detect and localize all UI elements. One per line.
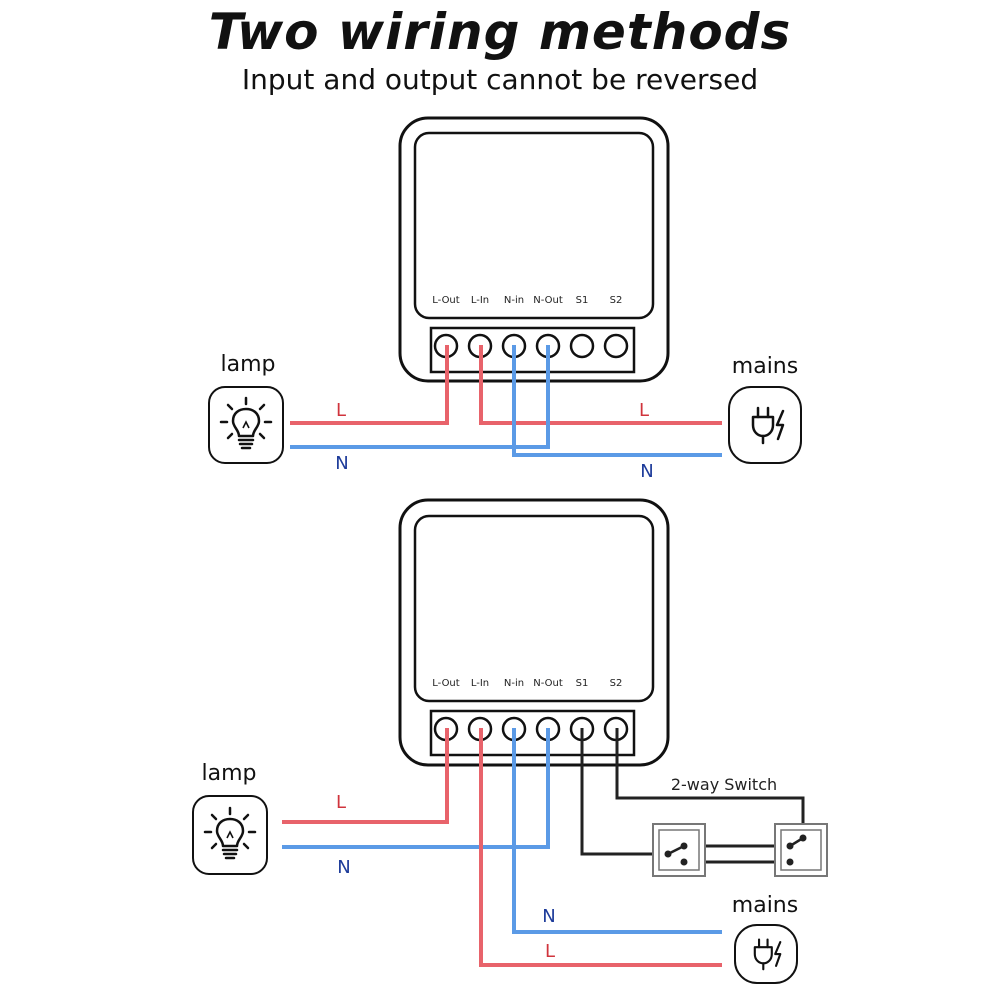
- terminal-label-l-in: L-In: [471, 295, 489, 306]
- mains-label: mains: [732, 893, 798, 918]
- wire-s1-switch: [580, 728, 668, 856]
- wire-live-lamp: [282, 728, 449, 824]
- page-subtitle: Input and output cannot be reversed: [241, 63, 759, 96]
- lamp-neutral-label: N: [337, 857, 350, 878]
- two-way-switch-right: [774, 823, 828, 877]
- module-2-face: [413, 514, 655, 703]
- terminal-label-s1: S1: [576, 295, 589, 306]
- lamp-label: lamp: [202, 761, 257, 786]
- wire-live-mains: [479, 345, 722, 425]
- terminal-label-n-out: N-Out: [533, 678, 563, 689]
- mains-neutral-label: N: [542, 906, 555, 927]
- wire-neutral-mains: [512, 728, 722, 934]
- wire-neutral-lamp: [282, 728, 550, 849]
- terminal-label-l-in: L-In: [471, 678, 489, 689]
- diagram-2: L-Out L-In N-in N-Out S1 S2: [192, 498, 828, 984]
- wire-neutral-lamp: [290, 345, 550, 449]
- page-title: Two wiring methods: [208, 3, 792, 61]
- terminal-block-1: [429, 326, 636, 374]
- lamp-neutral-label: N: [335, 453, 348, 474]
- two-way-switch-left: [652, 823, 706, 877]
- terminal-label-n-in: N-in: [504, 678, 524, 689]
- terminal-label-s1: S1: [576, 678, 589, 689]
- wire-s2-switch: [615, 728, 805, 838]
- terminal-label-s2: S2: [610, 678, 623, 689]
- wire-live-lamp: [290, 345, 449, 425]
- lamp-label: lamp: [221, 352, 276, 377]
- terminal-label-n-out: N-Out: [533, 295, 563, 306]
- wire-neutral-mains: [512, 345, 722, 457]
- mains-label: mains: [732, 354, 798, 379]
- terminal-label-l-out: L-Out: [432, 678, 459, 689]
- switch-label: 2-way Switch: [671, 775, 777, 794]
- terminal-label-l-out: L-Out: [432, 295, 459, 306]
- terminal-label-s2: S2: [610, 295, 623, 306]
- terminal-screw: [569, 333, 595, 359]
- lamp-live-label: L: [336, 792, 346, 813]
- terminal-block-2: [429, 709, 636, 757]
- mains-live-label: L: [639, 400, 649, 421]
- wire-live-mains: [479, 728, 722, 967]
- mains-box: [728, 386, 802, 464]
- diagram-1: L-Out L-In N-in N-Out S1 S2 L N L N lamp…: [208, 116, 802, 482]
- mains-live-label: L: [545, 941, 555, 962]
- mains-box: [734, 924, 798, 984]
- mains-neutral-label: N: [640, 461, 653, 482]
- lamp-live-label: L: [336, 400, 346, 421]
- terminal-screw: [603, 333, 629, 359]
- terminal-label-n-in: N-in: [504, 295, 524, 306]
- module-1-face: [413, 131, 655, 320]
